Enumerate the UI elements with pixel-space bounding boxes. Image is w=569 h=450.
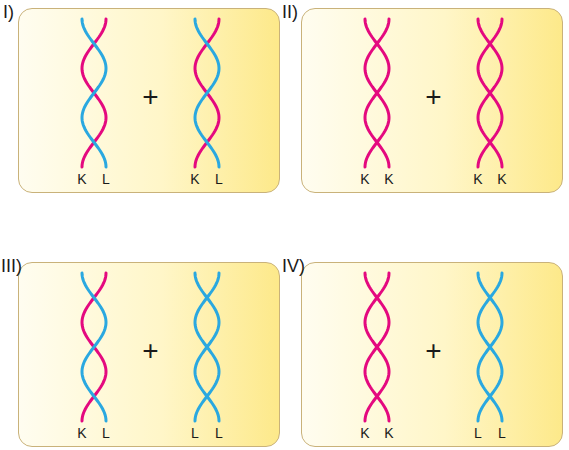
allele-letter: L xyxy=(191,426,199,440)
allele-letter: K xyxy=(497,172,506,186)
allele-letter: K xyxy=(77,172,86,186)
allele-letter: K xyxy=(77,426,86,440)
cross-panel: II)+KKKK xyxy=(301,8,563,193)
allele-letter: L xyxy=(215,172,223,186)
dna-strand xyxy=(365,19,389,167)
panel-numeral: I) xyxy=(3,3,14,21)
plus-sign: + xyxy=(142,337,158,365)
dna-strand xyxy=(195,273,219,421)
cross-panel: III)+KLLL xyxy=(18,262,280,447)
plus-sign: + xyxy=(425,83,441,111)
allele-letter: K xyxy=(360,172,369,186)
panel-numeral: III) xyxy=(1,257,22,275)
plus-sign: + xyxy=(425,337,441,365)
panel-numeral: IV) xyxy=(282,257,305,275)
plus-sign: + xyxy=(142,83,158,111)
allele-letter: K xyxy=(360,426,369,440)
dna-strand xyxy=(478,19,502,167)
dna-strand xyxy=(478,273,502,421)
allele-letter: L xyxy=(102,426,110,440)
dna-strand xyxy=(365,273,389,421)
cross-panel: I)+KLKL xyxy=(18,8,280,193)
dna-strand xyxy=(195,19,219,167)
dna-strand xyxy=(195,19,219,167)
dna-strand xyxy=(478,19,502,167)
allele-letter: L xyxy=(102,172,110,186)
allele-letter: K xyxy=(384,172,393,186)
allele-letter: K xyxy=(190,172,199,186)
dna-strand xyxy=(82,273,106,421)
dna-strand xyxy=(82,19,106,167)
dna-strand xyxy=(365,273,389,421)
allele-letter: K xyxy=(384,426,393,440)
cross-panel: IV)+KKLL xyxy=(301,262,563,447)
dna-strand xyxy=(195,273,219,421)
dna-strand xyxy=(82,19,106,167)
allele-letter: L xyxy=(498,426,506,440)
dna-strand xyxy=(365,19,389,167)
allele-letter: K xyxy=(473,172,482,186)
dna-strand xyxy=(478,273,502,421)
allele-letter: L xyxy=(474,426,482,440)
allele-letter: L xyxy=(215,426,223,440)
panel-numeral: II) xyxy=(282,3,298,21)
dna-strand xyxy=(82,273,106,421)
